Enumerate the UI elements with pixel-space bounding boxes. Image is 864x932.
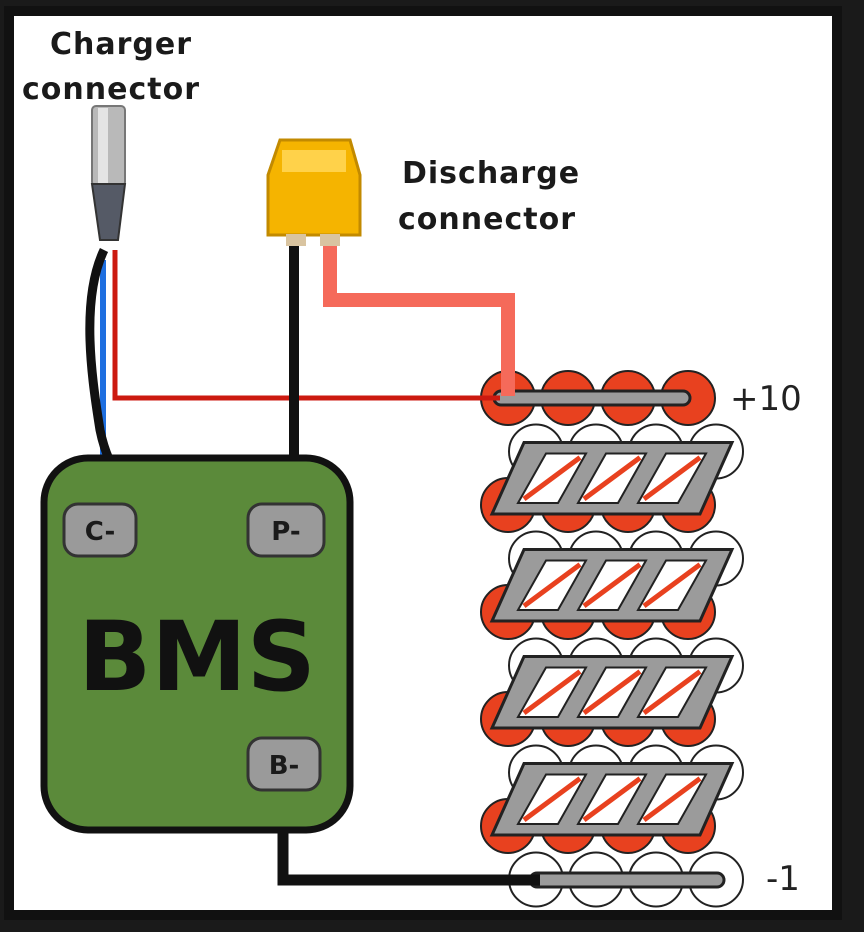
strap-hatch: [522, 776, 582, 823]
charger-label-line2: connector: [22, 72, 200, 107]
strap-hatch: [582, 455, 642, 502]
discharge-label-line1: Discharge: [402, 156, 580, 191]
top-strap: [492, 389, 692, 407]
series-strap: [489, 441, 735, 516]
terminal-b: B-: [246, 736, 322, 792]
series-strap: [489, 762, 735, 837]
discharge-connector: [266, 138, 362, 246]
terminal-c: C-: [62, 502, 138, 558]
strap-hatch: [582, 776, 642, 823]
series-strap: [489, 655, 735, 730]
pack-negative-label: -1: [766, 859, 800, 899]
discharge-label-line2: connector: [398, 202, 576, 237]
bms-label: BMS: [78, 601, 316, 713]
strap-hatch: [642, 669, 702, 716]
terminal-c-label: C-: [85, 517, 115, 547]
strap-hatch: [582, 562, 642, 609]
strap-hatch: [522, 562, 582, 609]
pack-positive-label: +10: [730, 379, 802, 419]
strap-hatch: [642, 776, 702, 823]
discharge-positive-wire: [323, 240, 515, 396]
terminal-b-label: B-: [269, 751, 300, 781]
strap-hatch: [642, 562, 702, 609]
strap-hatch: [642, 455, 702, 502]
battery-pack: [480, 370, 744, 908]
series-strap: [489, 548, 735, 623]
strap-hatch: [522, 455, 582, 502]
charger-connector: [90, 105, 127, 241]
bottom-strap: [528, 871, 726, 889]
strap-hatch: [522, 669, 582, 716]
charger-label-line1: Charger: [50, 27, 192, 62]
terminal-p: P-: [246, 502, 326, 558]
strap-hatch: [582, 669, 642, 716]
charger-positive-wire: [112, 250, 500, 401]
terminal-p-label: P-: [271, 517, 300, 547]
